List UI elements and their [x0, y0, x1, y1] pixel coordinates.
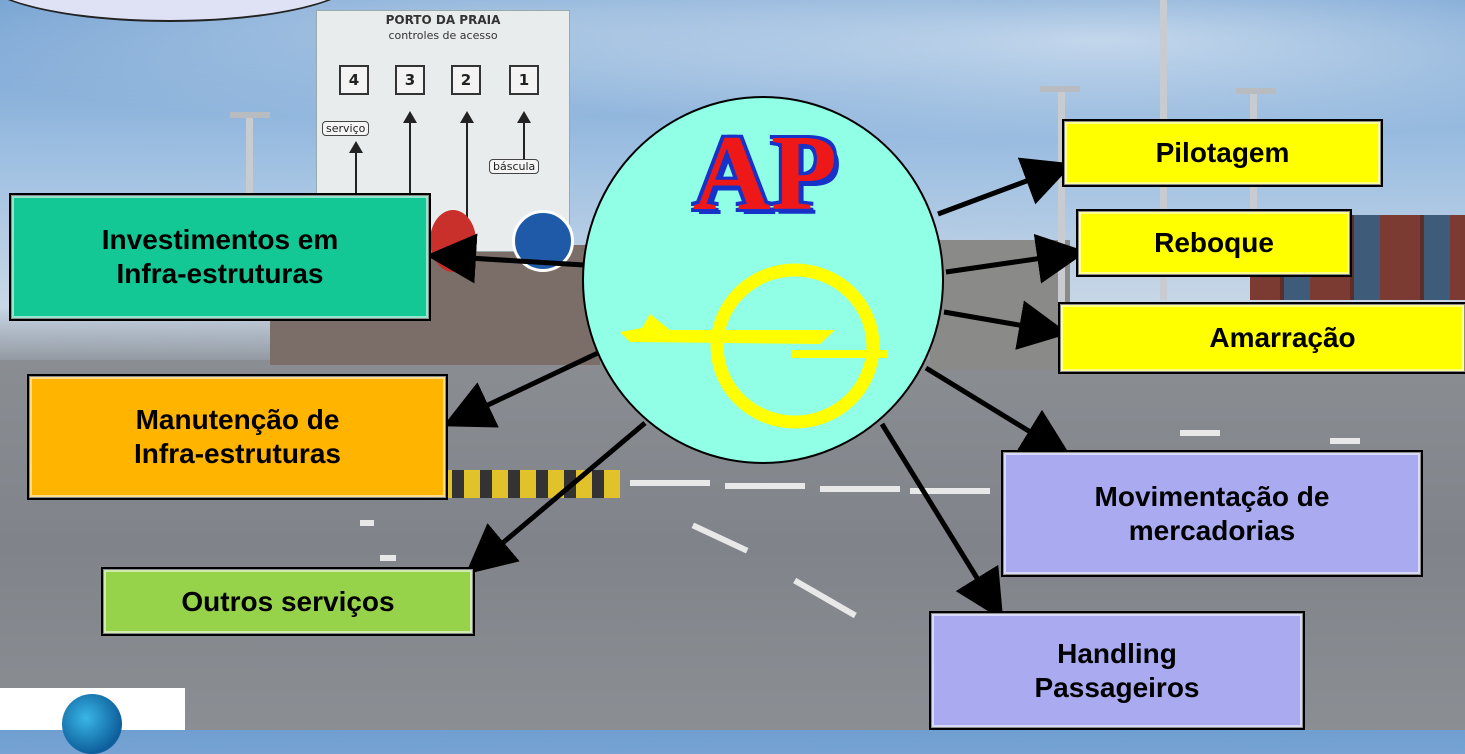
crosswalk-stripe	[630, 480, 710, 486]
node-investimentos-line1: Investimentos em	[101, 224, 339, 256]
lane-arrow-icon	[460, 111, 474, 251]
node-manutencao-line1: Manutenção de	[135, 404, 340, 436]
node-investimentos: Investimentos em Infra-estruturas	[9, 193, 431, 321]
light-pole	[246, 115, 253, 235]
arrow-to-pilotagem	[937, 157, 1074, 217]
node-handling-line1: Handling	[1057, 637, 1177, 669]
lane-arrow-icon	[517, 111, 531, 159]
node-handling-line2: Passageiros	[1034, 671, 1200, 703]
lane-dash	[380, 555, 396, 561]
arrow-to-manutencao	[442, 349, 602, 428]
node-movimentacao: Movimentação de mercadorias	[1001, 450, 1423, 577]
crosswalk-stripe	[910, 488, 990, 494]
lane-arrow-icon	[403, 111, 417, 251]
node-investimentos-line2: Infra-estruturas	[116, 258, 324, 289]
pole-lamp	[1040, 86, 1080, 92]
sign-lane-number: 1	[509, 65, 539, 95]
sign-lane-number: 2	[451, 65, 481, 95]
arrow-to-reboque	[945, 234, 1087, 284]
node-manutencao: Manutenção de Infra-estruturas	[27, 374, 448, 500]
connector-arrows	[426, 157, 1087, 621]
node-pilotagem: Pilotagem	[1062, 119, 1383, 187]
sign-subtitle: controles de acesso	[388, 29, 498, 42]
lane-dash	[1330, 438, 1360, 444]
arrow-to-investimentos	[426, 233, 585, 284]
arrow-to-handling	[879, 422, 1004, 621]
node-reboque-label: Reboque	[1154, 227, 1274, 259]
node-pilotagem-label: Pilotagem	[1155, 137, 1290, 169]
ship-lifebuoy-emblem-icon	[620, 263, 888, 429]
pole-lamp	[230, 112, 270, 118]
node-manutencao-line2: Infra-estruturas	[134, 438, 341, 469]
crosswalk-stripe	[725, 483, 805, 489]
sign-title: PORTO DA PRAIA	[385, 13, 501, 27]
pole-lamp	[1236, 88, 1276, 94]
node-handling: Handling Passageiros	[929, 611, 1305, 730]
arrow-to-amarracao	[943, 300, 1069, 350]
arrow-to-movimentacao	[924, 365, 1072, 458]
node-movimentacao-line1: Movimentação de	[1094, 480, 1330, 512]
sign-lane-number: 3	[395, 65, 425, 95]
sign-tag-service: serviço	[322, 121, 370, 136]
node-amarracao-label: Amarração	[1209, 322, 1356, 354]
sign-tag-scale: báscula	[489, 159, 540, 174]
arrow-to-outros	[465, 421, 647, 575]
sign-lane-number: 4	[339, 65, 369, 95]
node-outros-label: Outros serviços	[181, 585, 395, 617]
lane-dash	[360, 520, 374, 526]
node-reboque: Reboque	[1076, 209, 1352, 277]
lane-dash	[1180, 430, 1220, 436]
node-outros: Outros serviços	[101, 567, 475, 636]
crosswalk-stripe	[820, 486, 900, 492]
node-movimentacao-line2: mercadorias	[1128, 514, 1296, 546]
hub-label: AP	[693, 114, 837, 233]
node-amarracao: Amarração	[1058, 302, 1465, 374]
